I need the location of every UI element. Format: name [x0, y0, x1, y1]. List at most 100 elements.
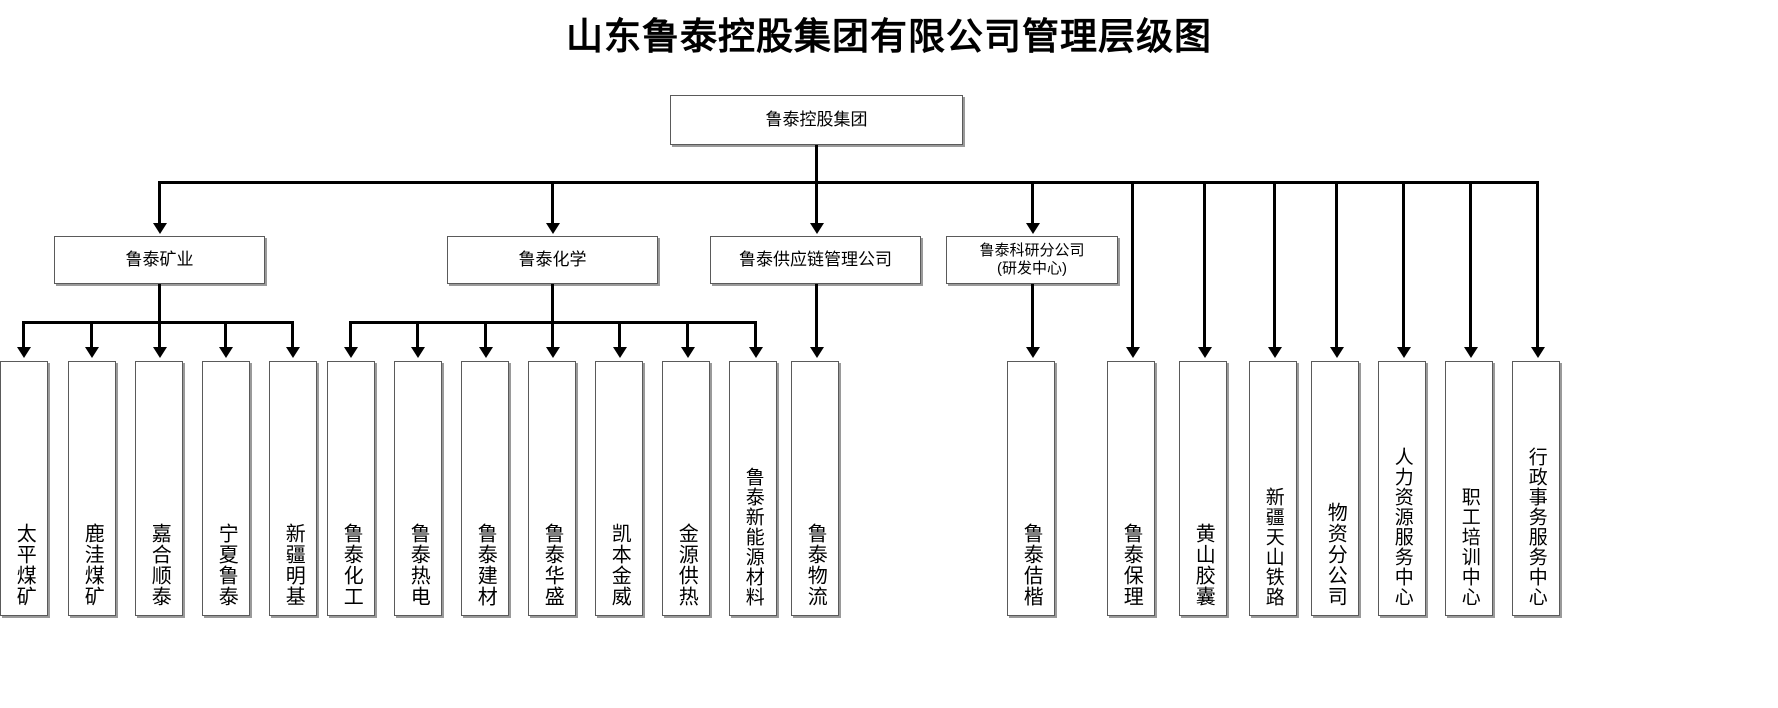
- node-unit-materials-branch[interactable]: 物资分公司: [1311, 361, 1359, 616]
- node-division-research[interactable]: 鲁泰科研分公司 (研发中心): [946, 236, 1118, 284]
- node-unit-jinyuan-heating[interactable]: 金源供热: [662, 361, 710, 616]
- arrow-supply: [810, 223, 824, 234]
- connector-drop-grp-6: [1402, 181, 1405, 347]
- node-division-mining[interactable]: 鲁泰矿业: [54, 236, 265, 284]
- node-label: 行政事务服务中心: [1525, 447, 1547, 607]
- node-label: 物资分公司: [1324, 502, 1347, 607]
- connector-drop-research: [1031, 181, 1034, 223]
- node-unit-lutai-building-materials[interactable]: 鲁泰建材: [461, 361, 509, 616]
- node-unit-jiaheshuntai[interactable]: 嘉合顺泰: [135, 361, 183, 616]
- connector-drop-chem-2: [416, 321, 419, 347]
- node-unit-lutai-jiekai[interactable]: 鲁泰佶楷: [1007, 361, 1055, 616]
- node-unit-lutai-chemical[interactable]: 鲁泰化工: [327, 361, 375, 616]
- node-label: 鲁泰化学: [518, 250, 587, 270]
- arrow-mining-2: [85, 347, 99, 358]
- node-label: 鲁泰佶楷: [1020, 523, 1043, 607]
- node-label: 太平煤矿: [13, 523, 36, 607]
- arrow-chem-7: [749, 347, 763, 358]
- node-unit-lutai-new-energy-materials[interactable]: 鲁泰新能源材料: [729, 361, 777, 616]
- arrow-chemical: [546, 223, 560, 234]
- node-unit-hr-service-center[interactable]: 人力资源服务中心: [1378, 361, 1426, 616]
- connector-drop-chem-4: [551, 321, 554, 347]
- node-label: 鲁泰矿业: [125, 250, 194, 270]
- node-root-group[interactable]: 鲁泰控股集团: [670, 95, 963, 145]
- node-unit-lutai-thermal-power[interactable]: 鲁泰热电: [394, 361, 442, 616]
- node-label: 鲁泰热电: [407, 523, 430, 607]
- connector-drop-grp-2: [1131, 181, 1134, 347]
- connector-supply-stem: [815, 284, 818, 347]
- arrow-mining-3: [153, 347, 167, 358]
- node-unit-luwa-coal[interactable]: 鹿洼煤矿: [68, 361, 116, 616]
- node-label: 嘉合顺泰: [148, 523, 171, 607]
- connector-drop-chem-3: [484, 321, 487, 347]
- connector-drop-grp-8: [1536, 181, 1539, 347]
- node-unit-kaiben-jinwei[interactable]: 凯本金威: [595, 361, 643, 616]
- arrow-mining-4: [219, 347, 233, 358]
- node-label: 鲁泰建材: [474, 523, 497, 607]
- node-label: 新疆天山铁路: [1262, 487, 1284, 607]
- node-label: 凯本金威: [608, 523, 631, 607]
- connector-drop-grp-4: [1273, 181, 1276, 347]
- node-unit-xinjiang-tianshan-railway[interactable]: 新疆天山铁路: [1249, 361, 1297, 616]
- node-division-chemical[interactable]: 鲁泰化学: [447, 236, 658, 284]
- arrow-research: [1026, 223, 1040, 234]
- connector-drop-grp-3: [1203, 181, 1206, 347]
- arrow-grp-7: [1464, 347, 1478, 358]
- connector-drop-chem-6: [686, 321, 689, 347]
- node-label: 新疆明基: [282, 523, 305, 607]
- node-unit-admin-service-center[interactable]: 行政事务服务中心: [1512, 361, 1560, 616]
- connector-drop-chemical: [551, 181, 554, 223]
- connector-research-stem: [1031, 284, 1034, 347]
- connector-mining-bus: [22, 321, 291, 324]
- node-label: 鲁泰华盛: [541, 523, 564, 607]
- node-division-supply-chain[interactable]: 鲁泰供应链管理公司: [710, 236, 921, 284]
- connector-drop-grp-7: [1469, 181, 1472, 347]
- arrow-chem-3: [479, 347, 493, 358]
- arrow-grp-3: [1198, 347, 1212, 358]
- page-title: 山东鲁泰控股集团有限公司管理层级图: [566, 17, 1212, 58]
- node-label: 鲁泰物流: [804, 523, 827, 607]
- node-label: 鹿洼煤矿: [81, 523, 104, 607]
- arrow-grp-5: [1330, 347, 1344, 358]
- connector-root-stem: [815, 145, 818, 181]
- connector-drop-mining-3: [158, 321, 161, 347]
- arrow-grp-4: [1268, 347, 1282, 358]
- arrow-chem-6: [681, 347, 695, 358]
- arrow-chem-1: [344, 347, 358, 358]
- node-unit-taiping-coal[interactable]: 太平煤矿: [0, 361, 48, 616]
- connector-drop-mining-1: [22, 321, 25, 347]
- arrow-research-unit: [1026, 347, 1040, 358]
- node-unit-lutai-logistics[interactable]: 鲁泰物流: [791, 361, 839, 616]
- arrow-chem-5: [613, 347, 627, 358]
- arrow-mining: [153, 223, 167, 234]
- node-label: 鲁泰供应链管理公司: [739, 250, 892, 270]
- connector-drop-mining-5: [291, 321, 294, 347]
- arrow-mining-5: [286, 347, 300, 358]
- node-label: 黄山胶囊: [1192, 523, 1215, 607]
- node-unit-staff-training-center[interactable]: 职工培训中心: [1445, 361, 1493, 616]
- arrow-grp-6: [1397, 347, 1411, 358]
- connector-level2-bus: [158, 181, 1536, 184]
- node-unit-lutai-factoring[interactable]: 鲁泰保理: [1107, 361, 1155, 616]
- connector-drop-mining: [158, 181, 161, 223]
- node-label: 人力资源服务中心: [1391, 447, 1413, 607]
- node-unit-huangshan-capsule[interactable]: 黄山胶囊: [1179, 361, 1227, 616]
- connector-drop-mining-4: [224, 321, 227, 347]
- node-unit-lutai-huasheng[interactable]: 鲁泰华盛: [528, 361, 576, 616]
- connector-drop-chem-1: [349, 321, 352, 347]
- node-label: 鲁泰保理: [1120, 523, 1143, 607]
- arrow-chem-4: [546, 347, 560, 358]
- arrow-grp-8: [1531, 347, 1545, 358]
- node-label: 鲁泰科研分公司 (研发中心): [979, 242, 1085, 277]
- connector-drop-chem-5: [618, 321, 621, 347]
- connector-mining-stem: [158, 284, 161, 321]
- arrow-mining-1: [17, 347, 31, 358]
- node-label: 职工培训中心: [1458, 487, 1480, 607]
- node-unit-xinjiang-mingji[interactable]: 新疆明基: [269, 361, 317, 616]
- connector-drop-supply: [815, 181, 818, 223]
- node-label: 鲁泰控股集团: [765, 110, 868, 130]
- node-unit-ningxia-lutai[interactable]: 宁夏鲁泰: [202, 361, 250, 616]
- connector-drop-chem-7: [754, 321, 757, 347]
- connector-chemical-stem: [551, 284, 554, 321]
